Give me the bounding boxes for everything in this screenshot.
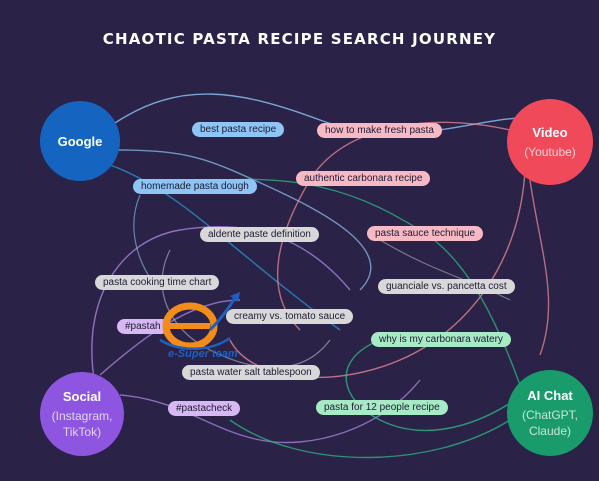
aichat-sublabel: (ChatGPT, Claude) — [521, 407, 578, 438]
query-pill: authentic carbonara recipe — [296, 171, 431, 186]
aichat-label: AI Chat — [527, 387, 573, 403]
watermark-logo — [159, 292, 240, 350]
query-pill: guanciale vs. pancetta cost — [378, 279, 515, 294]
video-label: Video — [532, 124, 568, 140]
query-pill: #pastah — [117, 319, 169, 334]
google-node: Google — [40, 101, 120, 181]
video-node: Video (Youtube) — [507, 99, 593, 185]
social-label: Social — [62, 388, 102, 404]
query-pill: homemade pasta dough — [133, 179, 257, 194]
watermark-text: e-Super team — [168, 348, 238, 360]
query-pill: aldente paste definition — [200, 227, 319, 242]
curve-video-3 — [529, 179, 550, 356]
query-pill: how to make fresh pasta — [317, 123, 442, 138]
query-pill: #pastacheck — [168, 401, 241, 416]
video-sublabel: (Youtube) — [524, 144, 576, 159]
page-title: CHAOTIC PASTA RECIPE SEARCH JOURNEY — [102, 30, 497, 48]
query-pill: creamy vs. tomato sauce — [226, 309, 354, 324]
curve-ai-1 — [345, 339, 516, 432]
curve-ai-3 — [229, 419, 511, 459]
query-pill: pasta sauce technique — [367, 226, 484, 241]
curve-google-1 — [114, 93, 521, 134]
curve-google-2 — [117, 149, 372, 291]
social-sublabel: (Instagram, TikTok) — [51, 408, 113, 439]
google-label: Google — [57, 133, 103, 149]
query-pill: why is my carbonara watery — [371, 332, 511, 347]
query-pill: pasta cooking time chart — [95, 275, 220, 290]
curve-social-1 — [91, 225, 351, 386]
query-pill: best pasta recipe — [192, 122, 285, 137]
aichat-node: AI Chat (ChatGPT, Claude) — [507, 370, 593, 456]
query-pill: pasta for 12 people recipe — [316, 400, 448, 415]
query-pill: pasta water salt tablespoon — [182, 365, 320, 380]
curve-ai-2 — [149, 178, 521, 386]
social-node: Social (Instagram, TikTok) — [40, 372, 124, 456]
